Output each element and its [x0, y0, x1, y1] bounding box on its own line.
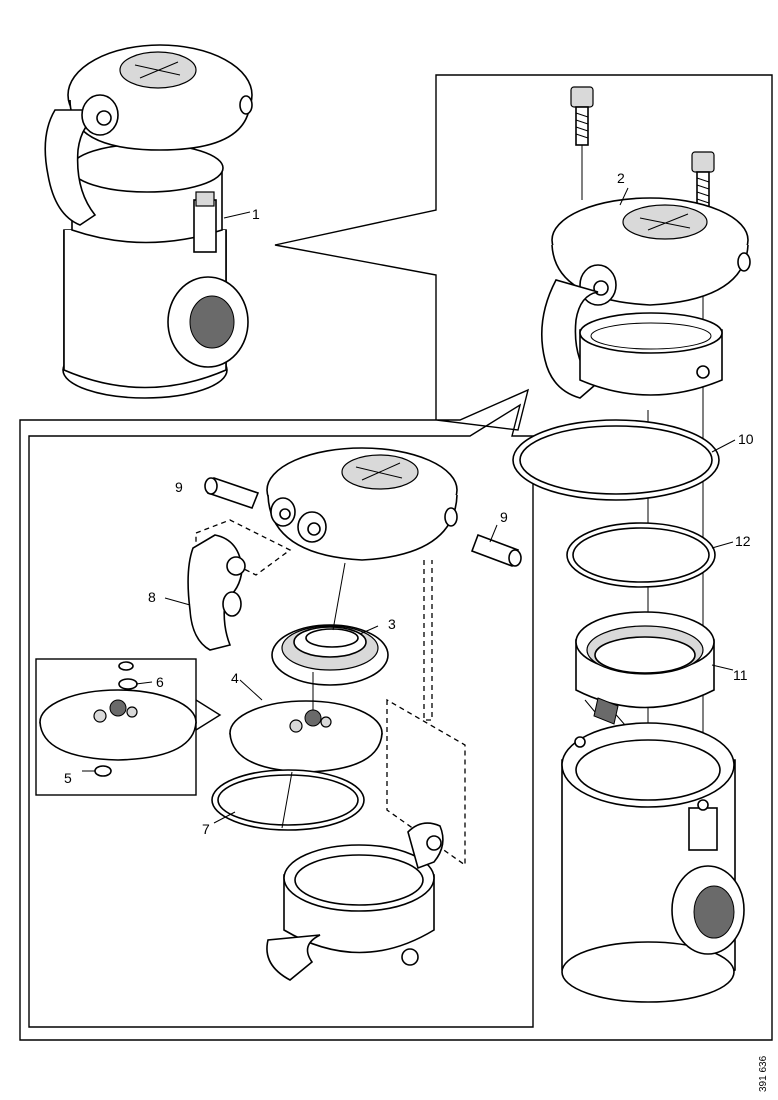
callout-5: 5	[64, 770, 72, 786]
exploded-assembly-right	[512, 86, 751, 1003]
callout-7: 7	[202, 821, 210, 837]
callout-labels: 1 2 3 4 5 6 7 8 9 9 10 11 12	[64, 170, 754, 837]
callout-1: 1	[252, 206, 260, 222]
leader-lines	[82, 187, 736, 824]
hinge-pin-right	[470, 533, 522, 568]
callout-3: 3	[388, 616, 396, 632]
cap-screw-right	[691, 151, 715, 209]
exploded-assembly-detail	[187, 447, 522, 981]
hinge-pin-left	[204, 476, 260, 510]
detail-inset	[39, 661, 197, 777]
figure-reference-number: 391 636	[758, 1055, 769, 1092]
assembled-fitting-illustration	[44, 44, 253, 399]
callout-10: 10	[738, 431, 754, 447]
callout-11: 11	[733, 667, 748, 683]
callout-4: 4	[231, 670, 239, 686]
callout-6: 6	[156, 674, 164, 690]
callout-8: 8	[148, 589, 156, 605]
callout-2: 2	[617, 170, 625, 186]
callout-9-left: 9	[175, 479, 183, 495]
callout-9-right: 9	[500, 509, 508, 525]
callout-12: 12	[735, 533, 751, 549]
cap-screw-left	[570, 86, 594, 146]
